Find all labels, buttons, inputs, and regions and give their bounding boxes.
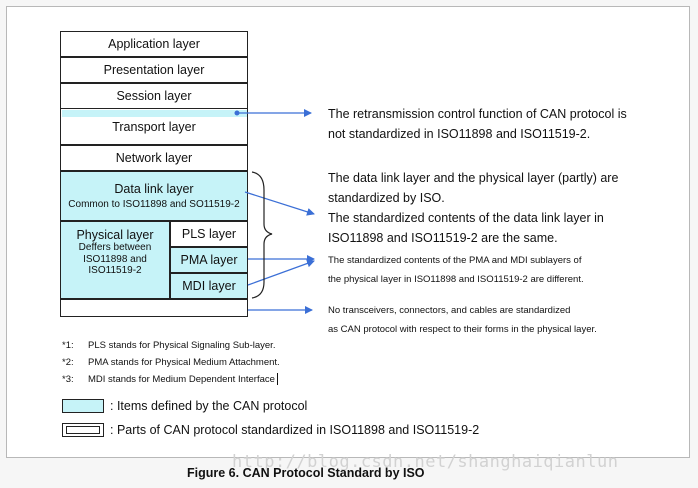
- footnote: *1: PLS stands for Physical Signaling Sub…: [62, 339, 280, 352]
- note-line: not standardized in ISO11898 and ISO1151…: [328, 127, 591, 141]
- application-layer-label: Application layer: [108, 36, 200, 51]
- transport-layer: Transport layer: [60, 108, 248, 145]
- presentation-layer-label: Presentation layer: [103, 62, 205, 77]
- note-line: The standardized contents of the PMA and…: [328, 255, 582, 266]
- note-line: The standardized contents of the data li…: [328, 211, 604, 225]
- footnote-key: *2:: [62, 357, 74, 368]
- data-link-layer: Data link layer Common to ISO11898 and S…: [60, 171, 248, 221]
- note-line: No transceivers, connectors, and cables …: [328, 305, 571, 316]
- note-line: ISO11898 and ISO11519-2 are the same.: [328, 231, 558, 245]
- pma-layer: PMA layer: [170, 247, 248, 273]
- footnote: *3: MDI stands for Medium Dependent Inter…: [62, 373, 280, 386]
- mdi-layer-label: MDI layer: [182, 278, 236, 293]
- pma-layer-label: PMA layer: [180, 252, 238, 267]
- legend-iso-swatch-inner: [66, 426, 100, 434]
- footnote-key: *3:: [62, 374, 74, 385]
- data-link-arrow: [244, 191, 315, 216]
- mdi-layer: MDI layer: [170, 273, 248, 299]
- note-line: standardized by ISO.: [328, 191, 445, 205]
- physical-layer-note-line: ISO11519-2: [88, 265, 142, 277]
- physical-layer-note-line: Deffers between: [78, 242, 152, 254]
- data-link-layer-label: Data link layer: [114, 181, 194, 196]
- footnote-text: PLS stands for Physical Signaling Sub-la…: [88, 340, 276, 351]
- network-layer: Network layer: [60, 145, 248, 171]
- data-link-layer-note: Common to ISO11898 and SO11519-2: [68, 198, 240, 210]
- presentation-layer: Presentation layer: [60, 57, 248, 83]
- watermark: http://blog.csdn.net/shanghaiqianlun: [232, 452, 619, 472]
- pma-mdi-note: The standardized contents of the PMA and…: [328, 251, 584, 289]
- transport-arrow: [234, 109, 312, 117]
- note-line: the physical layer in ISO11898 and ISO11…: [328, 274, 584, 285]
- pls-layer-label: PLS layer: [181, 226, 237, 241]
- media-note: No transceivers, connectors, and cables …: [328, 301, 597, 339]
- note-line: as CAN protocol with respect to their fo…: [328, 324, 597, 335]
- physical-layer-note-line: ISO11898 and: [83, 253, 147, 265]
- medium-layer: [60, 299, 248, 317]
- data-link-note: The data link layer and the physical lay…: [328, 168, 618, 248]
- physical-layer-label: Physical layer: [76, 228, 154, 242]
- footnotes: *1: PLS stands for Physical Signaling Sub…: [62, 339, 280, 386]
- note-line: The data link layer and the physical lay…: [328, 171, 619, 185]
- figure-caption: Figure 6. CAN Protocol Standard by ISO: [187, 466, 425, 480]
- footnote-text: MDI stands for Medium Dependent Interfac…: [88, 374, 275, 385]
- footnote-text: PMA stands for Physical Medium Attachmen…: [88, 357, 280, 368]
- layer-brace: [251, 171, 273, 299]
- transport-note: The retransmission control function of C…: [328, 104, 627, 144]
- legend-can-label: : Items defined by the CAN protocol: [110, 399, 308, 413]
- transport-layer-label: Transport layer: [112, 119, 196, 134]
- legend-iso-label: : Parts of CAN protocol standardized in …: [110, 423, 480, 437]
- mdi-arrow: [247, 259, 315, 286]
- legend-can-swatch: [62, 399, 104, 413]
- physical-layer: Physical layer Deffers between ISO11898 …: [60, 221, 170, 299]
- legend-iso-swatch: [62, 423, 104, 437]
- text-cursor: [276, 373, 278, 386]
- footnote-key: *1:: [62, 340, 74, 351]
- pls-layer: PLS layer: [170, 221, 248, 247]
- note-line: The retransmission control function of C…: [328, 107, 627, 121]
- network-layer-label: Network layer: [115, 150, 193, 165]
- footnote: *2: PMA stands for Physical Medium Attach…: [62, 356, 280, 369]
- transport-can-strip: [61, 109, 247, 117]
- application-layer: Application layer: [60, 31, 248, 57]
- session-layer-label: Session layer: [116, 88, 192, 103]
